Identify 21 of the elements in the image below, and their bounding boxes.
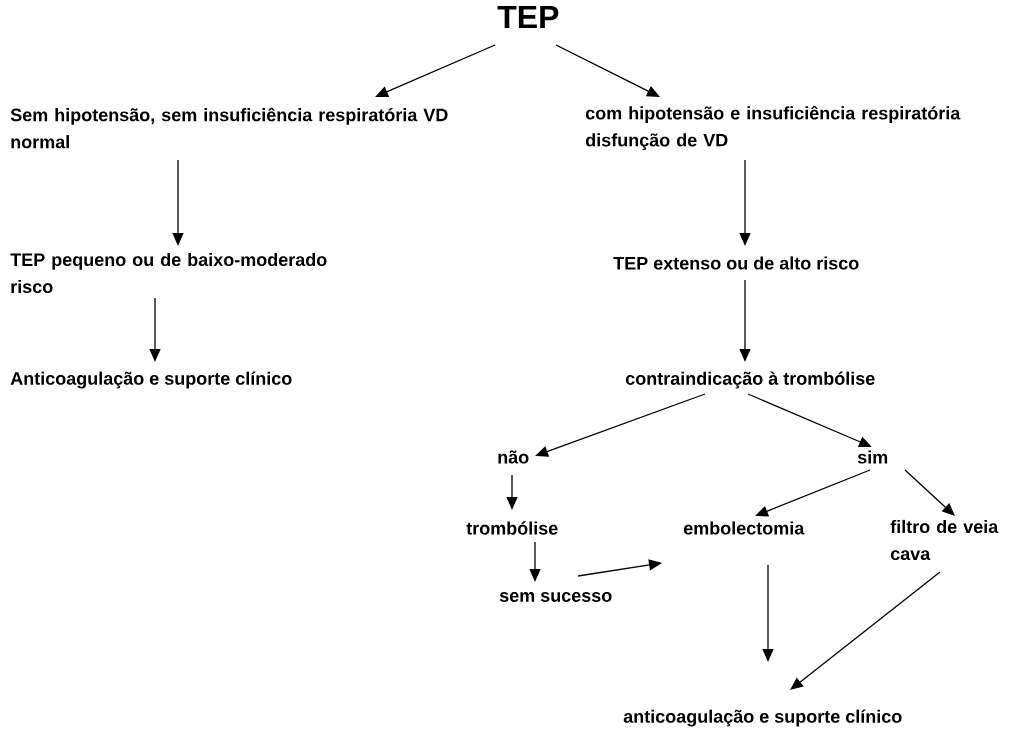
arrow xyxy=(555,44,660,97)
flow-text: sim xyxy=(857,450,888,464)
flow-text: não xyxy=(498,450,529,464)
flow-text: contraindicação à trombólise xyxy=(625,371,875,389)
flow-text: embolectomia xyxy=(683,521,805,535)
flow-text: TEP xyxy=(497,6,559,28)
flow-text: TEP pequeno ou de baixo-moderado risco xyxy=(10,252,327,294)
flow-text: filtro de veia cava xyxy=(890,519,999,561)
arrow xyxy=(375,44,496,98)
flow-text: TEP extenso ou de alto risco xyxy=(613,256,859,270)
flow-text: Anticoagulação e suporte clínico xyxy=(10,371,292,389)
arrow xyxy=(904,469,955,516)
flow-text: com hipotensão e insuficiência respiratória disfunção de VD xyxy=(585,105,961,151)
flow-text: anticoagulação e suporte clínico xyxy=(623,709,902,727)
arrow xyxy=(755,469,871,517)
flow-text: trombólise xyxy=(466,521,558,535)
arrow xyxy=(747,393,872,448)
arrow xyxy=(790,571,941,690)
flow-text: Sem hipotensão, sem insuficiência respiratória VD normal xyxy=(10,107,448,149)
flow-text: sem sucesso xyxy=(499,592,612,602)
arrow xyxy=(535,393,706,457)
